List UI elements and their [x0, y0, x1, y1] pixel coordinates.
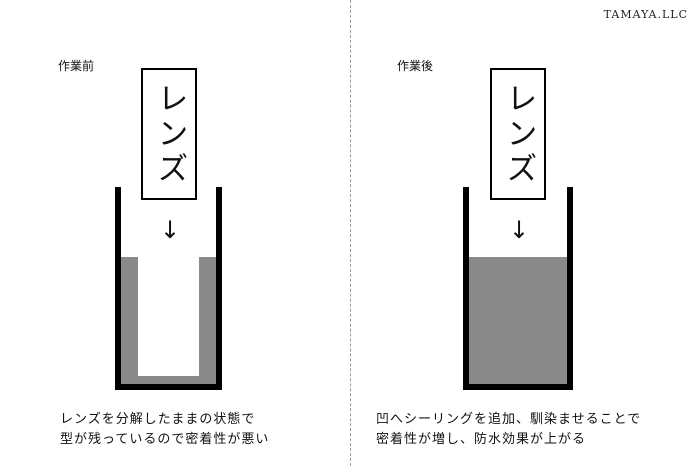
after-caption: 凹へシーリングを追加、馴染ませることで 密着性が増し、防水効果が上がる	[376, 410, 641, 450]
before-caption: レンズを分解したままの状態で 型が残っているので密着性が悪い	[60, 410, 269, 450]
brand-logo: TAMAYA.LLC	[603, 8, 688, 21]
after-label: 作業後	[397, 59, 434, 73]
before-caption-line-1: レンズを分解したままの状態で	[60, 412, 256, 427]
after-caption-line-2: 密着性が増し、防水効果が上がる	[376, 432, 587, 447]
before-label: 作業前	[58, 59, 95, 73]
after-caption-line-1: 凹へシーリングを追加、馴染ませることで	[376, 412, 642, 427]
after-down-arrow-icon: ↓	[509, 216, 530, 244]
panel-divider	[350, 0, 351, 466]
before-lens-box: レンズ	[141, 68, 197, 200]
after-lens-text: レンズ	[500, 81, 537, 187]
before-container	[115, 187, 222, 390]
before-down-arrow-icon: ↓	[160, 216, 181, 244]
before-sealing-fill	[121, 257, 216, 384]
after-lens-box: レンズ	[490, 68, 546, 200]
before-caption-line-2: 型が残っているので密着性が悪い	[60, 432, 270, 447]
after-sealing-fill	[469, 257, 567, 385]
after-container	[463, 187, 573, 390]
before-lens-text: レンズ	[151, 81, 188, 187]
